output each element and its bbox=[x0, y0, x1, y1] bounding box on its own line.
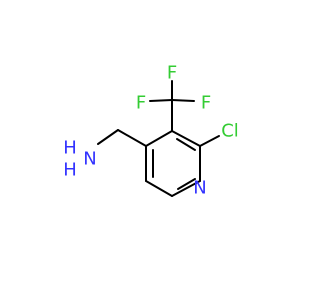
bond-ch2-nh2 bbox=[97, 129, 119, 145]
bond-n1-c6 bbox=[171, 180, 201, 197]
amine-nitrogen-label: N bbox=[83, 149, 96, 170]
chlorine-label: Cl bbox=[221, 121, 239, 142]
bond-c3-c2-inner bbox=[176, 138, 196, 151]
bond-c3-c2 bbox=[171, 130, 201, 147]
amine-hydrogen-label: H bbox=[63, 138, 77, 159]
bond-c4-c3 bbox=[145, 130, 173, 147]
bond-n1-c6-inner bbox=[177, 178, 196, 190]
molecule-diagram: F F F Cl N H H N bbox=[63, 63, 239, 199]
fluorine-top-label: F bbox=[167, 63, 177, 84]
bond-c4-ch2 bbox=[117, 129, 147, 147]
amine-hydrogen-label-2: H bbox=[63, 160, 77, 181]
fluorine-right-label: F bbox=[201, 93, 211, 114]
ring-nitrogen-label: N bbox=[193, 178, 206, 199]
bond-cf3-f-right bbox=[171, 99, 195, 102]
bond-c6-c5 bbox=[145, 180, 173, 197]
bond-cf3-f-left bbox=[149, 99, 173, 102]
bond-c2-cl bbox=[199, 135, 220, 147]
structure-canvas: F F F Cl N H H N bbox=[63, 62, 239, 199]
fluorine-left-label: F bbox=[136, 93, 146, 114]
